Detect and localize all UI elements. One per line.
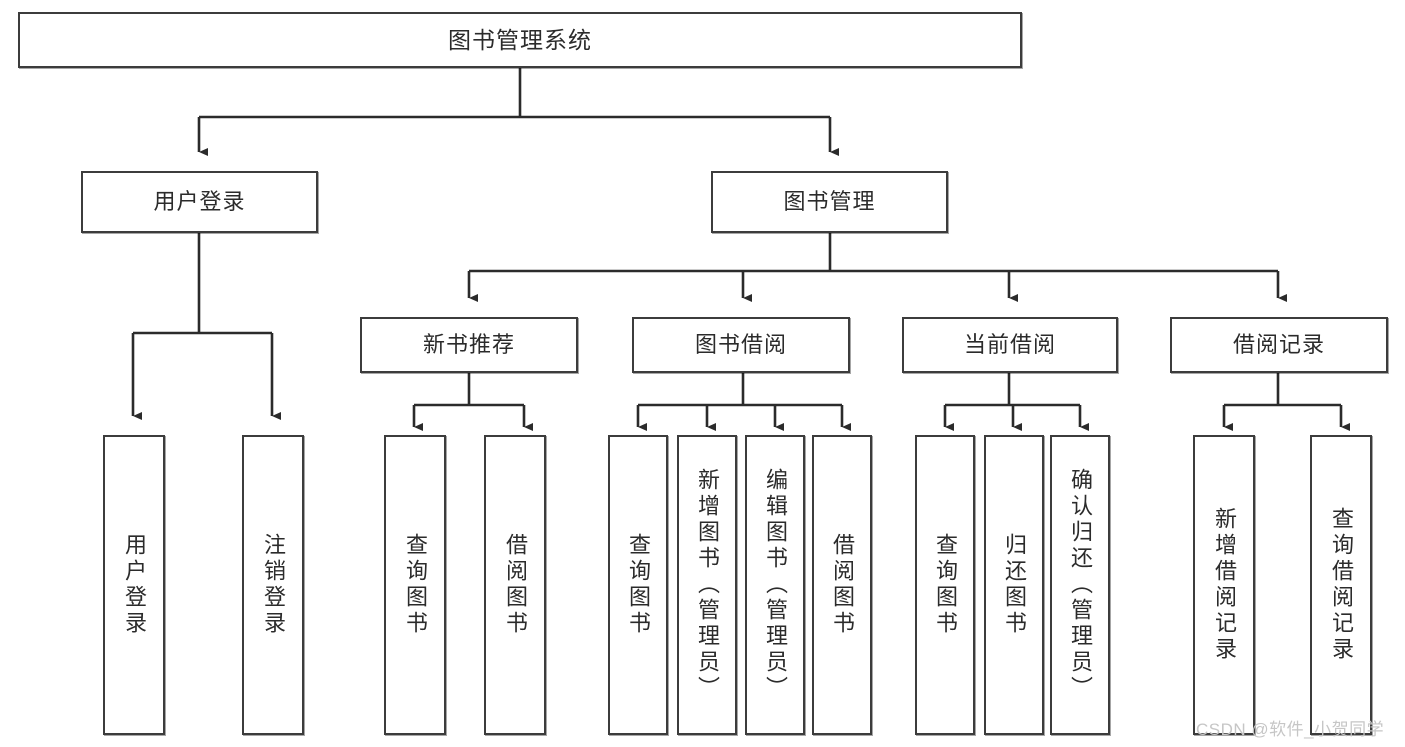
node-label: 归还图书 [1002, 533, 1027, 637]
node-user-login[interactable]: 用户登录 [81, 171, 318, 233]
leaf-current-query-book[interactable]: 查询图书 [915, 435, 975, 735]
node-current-borrow[interactable]: 当前借阅 [902, 317, 1118, 373]
leaf-borrow-query-book[interactable]: 查询图书 [608, 435, 668, 735]
leaf-user-login-logout[interactable]: 注销登录 [242, 435, 304, 735]
node-label: 当前借阅 [963, 332, 1056, 358]
leaf-borrow-add-book[interactable]: 新增图书（管理员） [677, 435, 737, 735]
node-label: 借阅图书 [830, 533, 855, 637]
node-label: 新增图书（管理员） [695, 468, 720, 702]
node-label: 确认归还（管理员） [1068, 468, 1093, 702]
leaf-current-confirm-return[interactable]: 确认归还（管理员） [1050, 435, 1110, 735]
node-new-book-recommend[interactable]: 新书推荐 [360, 317, 578, 373]
node-label: 查询借阅记录 [1329, 507, 1354, 663]
node-label: 注销登录 [261, 533, 286, 637]
node-borrow-record[interactable]: 借阅记录 [1170, 317, 1388, 373]
csdn-watermark: CSDN @软件_小贺同学 [1196, 720, 1385, 739]
leaf-borrow-edit-book[interactable]: 编辑图书（管理员） [745, 435, 805, 735]
node-label: 查询图书 [933, 533, 958, 637]
leaf-current-return-book[interactable]: 归还图书 [984, 435, 1044, 735]
node-label: 借阅记录 [1232, 332, 1325, 358]
node-label: 图书管理系统 [448, 26, 592, 53]
node-label: 图书管理 [783, 189, 876, 215]
node-book-management[interactable]: 图书管理 [711, 171, 948, 233]
node-book-borrow[interactable]: 图书借阅 [632, 317, 850, 373]
node-label: 新增借阅记录 [1212, 507, 1237, 663]
node-label: 图书借阅 [694, 332, 787, 358]
leaf-record-query[interactable]: 查询借阅记录 [1310, 435, 1372, 735]
node-label: 用户登录 [122, 533, 147, 637]
node-label: 用户登录 [153, 189, 246, 215]
node-label: 查询图书 [403, 533, 428, 637]
leaf-user-login-login[interactable]: 用户登录 [103, 435, 165, 735]
leaf-record-add[interactable]: 新增借阅记录 [1193, 435, 1255, 735]
node-root-system[interactable]: 图书管理系统 [18, 12, 1022, 68]
leaf-new-book-query[interactable]: 查询图书 [384, 435, 446, 735]
node-label: 新书推荐 [422, 332, 515, 358]
node-label: 编辑图书（管理员） [763, 468, 788, 702]
node-label: 借阅图书 [503, 533, 528, 637]
leaf-new-book-borrow[interactable]: 借阅图书 [484, 435, 546, 735]
leaf-borrow-borrow-book[interactable]: 借阅图书 [812, 435, 872, 735]
node-label: 查询图书 [626, 533, 651, 637]
